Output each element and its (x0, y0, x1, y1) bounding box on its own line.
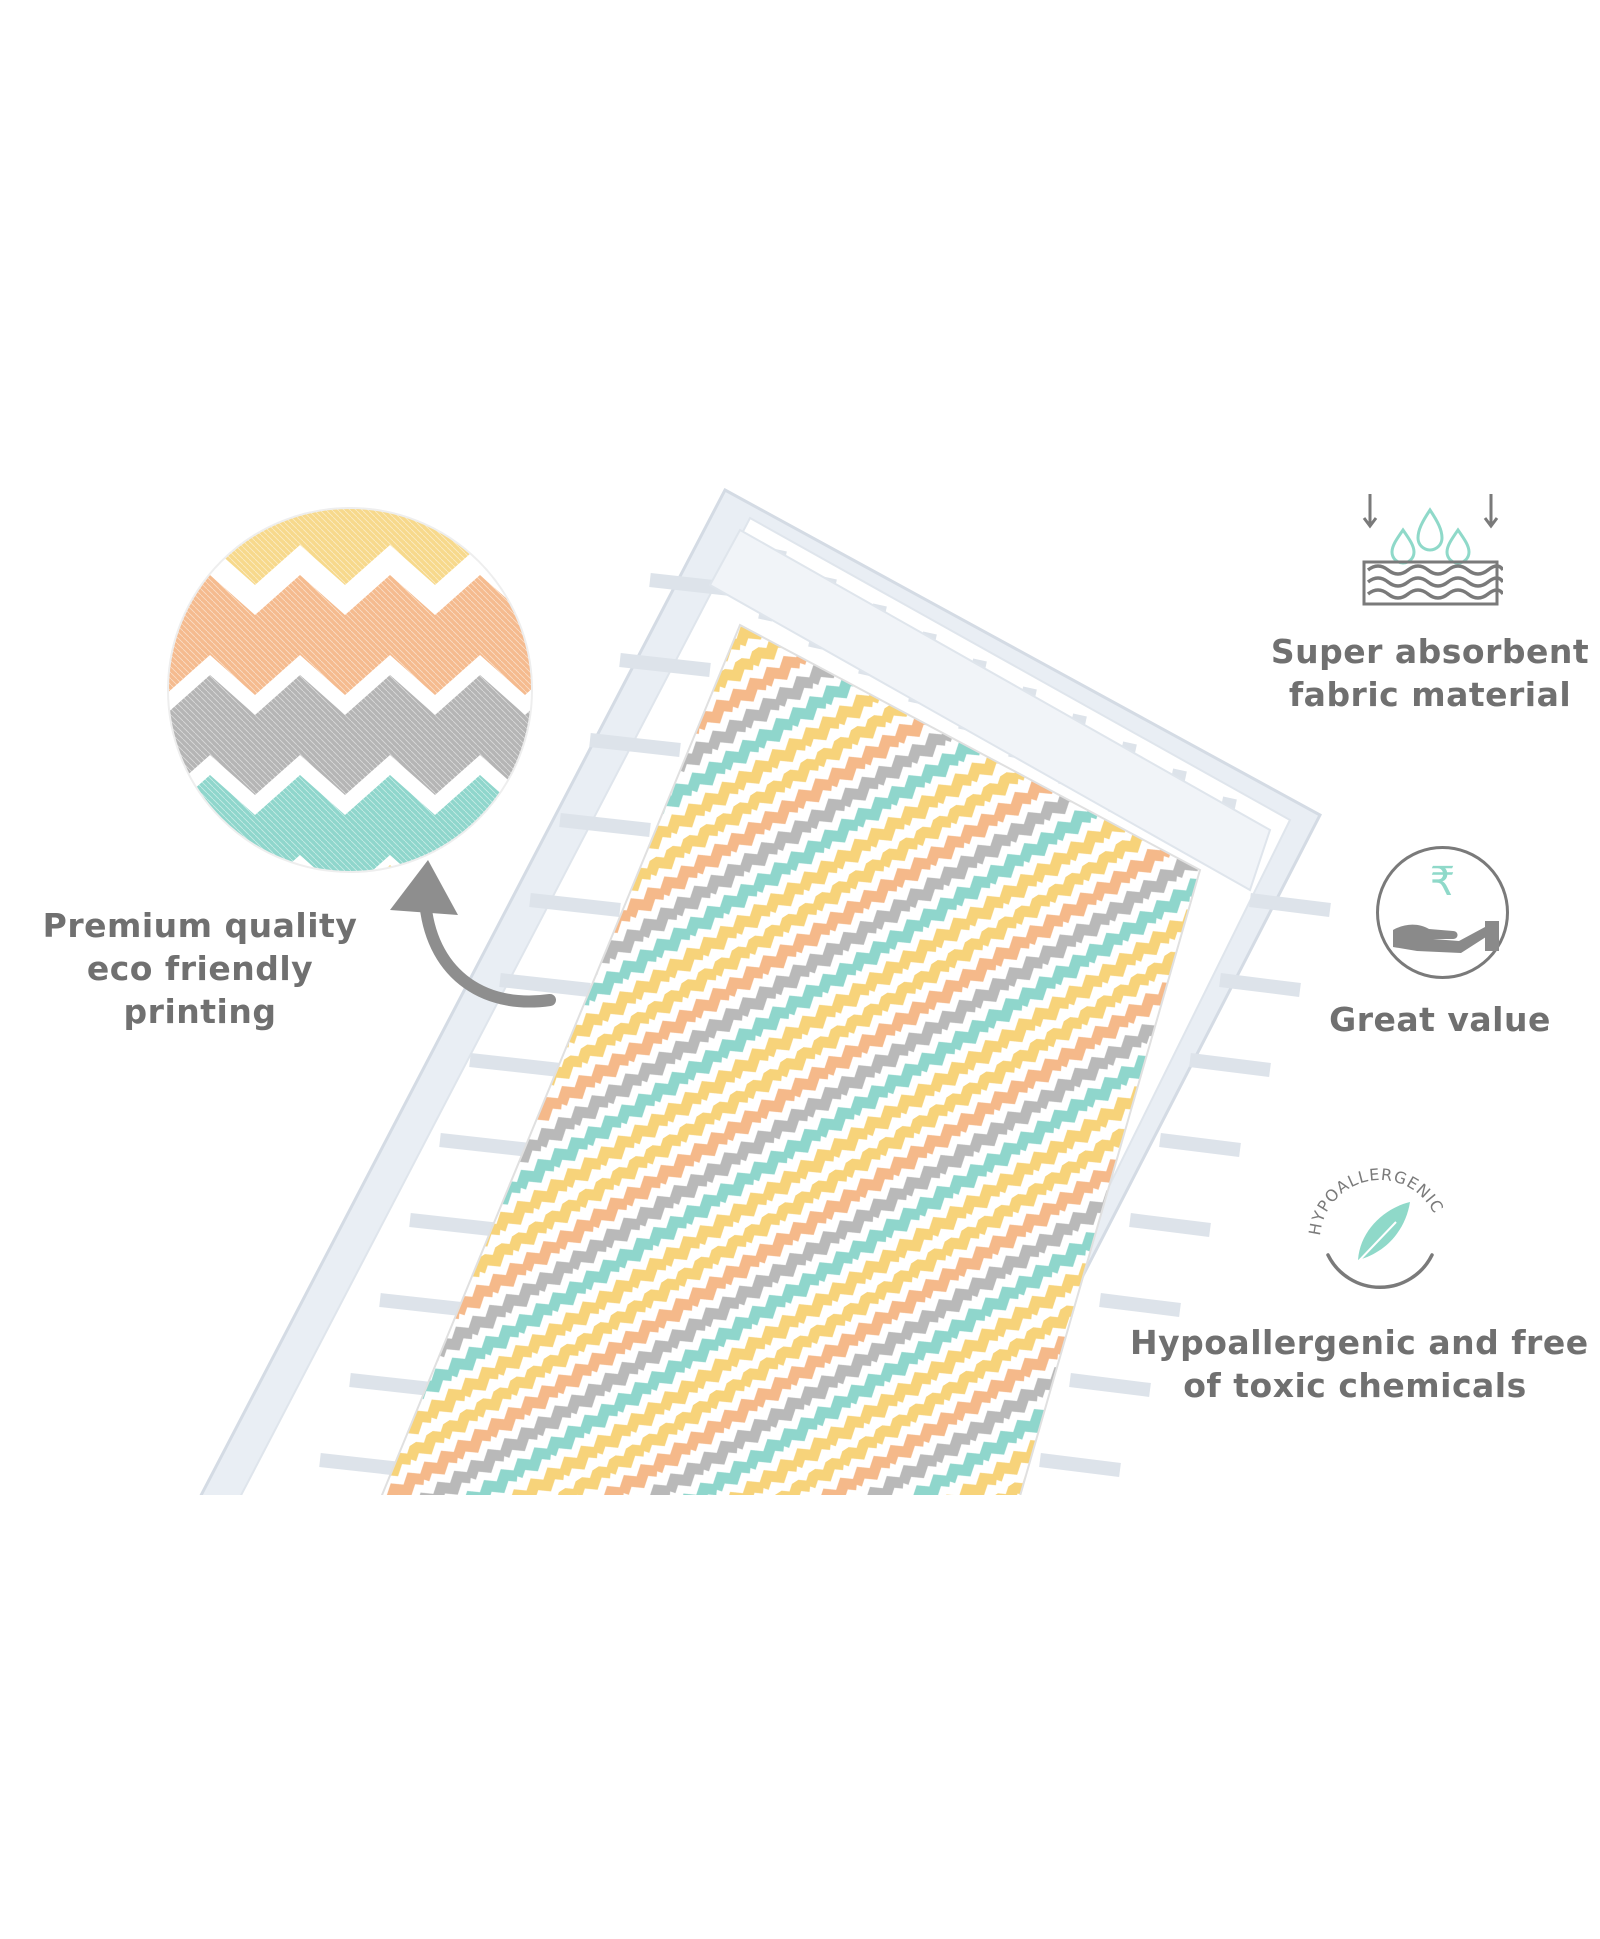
hypoallergenic-feather-icon: HYPOALLERGENIC (1305, 1165, 1447, 1289)
rupee-glyph: ₹ (1429, 859, 1456, 905)
caption-line: eco friendly (86, 949, 314, 988)
caption-line: Hypoallergenic and free (1130, 1323, 1589, 1362)
caption-line: printing (123, 992, 277, 1031)
caption-line: Super absorbent (1270, 632, 1590, 671)
curved-arrow-icon (390, 860, 556, 1008)
pattern-closeup-circle (167, 507, 533, 873)
caption-line: Premium quality (42, 906, 358, 945)
feature-caption-absorbent: Super absorbent fabric material (1265, 630, 1595, 716)
feature-caption-value: Great value (1300, 998, 1580, 1041)
absorbent-layers-icon (1362, 494, 1503, 606)
feature-caption-printing: Premium quality eco friendly printing (40, 904, 360, 1033)
caption-line: of toxic chemicals (1183, 1366, 1527, 1405)
rupee-hand-icon: ₹ (1375, 845, 1510, 980)
caption-line: Great value (1329, 1000, 1551, 1039)
caption-line: fabric material (1288, 675, 1572, 714)
crib-illustration (199, 487, 1331, 1495)
feature-caption-hypoallergenic: Hypoallergenic and free of toxic chemica… (1130, 1321, 1589, 1407)
